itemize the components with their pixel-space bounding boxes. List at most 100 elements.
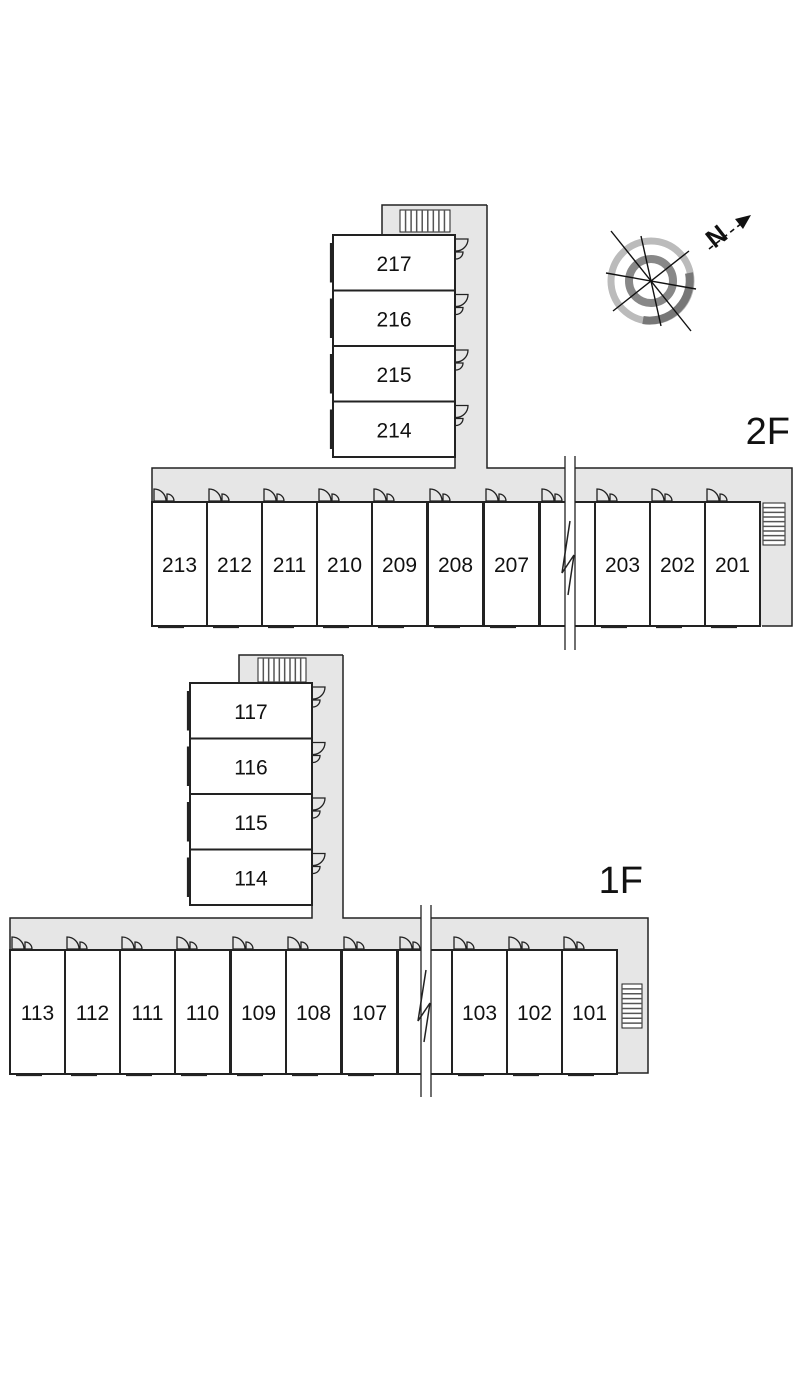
door-icon xyxy=(263,488,285,502)
unit-box xyxy=(189,848,313,906)
unit-213: 213 xyxy=(151,488,208,629)
unit-number: 209 xyxy=(382,554,417,577)
unit-number: 108 xyxy=(296,1002,331,1025)
unit-box xyxy=(189,737,313,795)
unit-number: 210 xyxy=(327,554,362,577)
floor-label: 1F xyxy=(599,860,643,902)
door-icon xyxy=(455,293,469,316)
stairs-icon xyxy=(621,983,643,1029)
door-icon xyxy=(429,488,451,502)
unit-108: 108 xyxy=(285,936,342,1077)
unit-208: 208 xyxy=(427,488,484,629)
unit-202: 202 xyxy=(649,488,706,629)
unit-107: 107 xyxy=(341,936,398,1077)
unit-number: 211 xyxy=(273,554,306,577)
unit-box xyxy=(174,949,231,1075)
unit-113: 113 xyxy=(9,936,66,1077)
unit-box xyxy=(332,234,456,292)
stairs-outline xyxy=(257,657,307,683)
unit-number: 217 xyxy=(376,253,411,276)
door-icon xyxy=(563,936,585,950)
unit-214: 214 xyxy=(329,400,469,458)
unit-number: 214 xyxy=(376,419,411,442)
unit-number: 216 xyxy=(376,308,411,331)
unit-number: 208 xyxy=(438,554,473,577)
unit-117: 117 xyxy=(186,682,326,740)
landing-wall xyxy=(238,654,343,683)
unit-box xyxy=(594,501,651,627)
door-icon xyxy=(453,936,475,950)
door-icon xyxy=(66,936,88,950)
unit-207: 207 xyxy=(483,488,540,629)
door-icon xyxy=(541,488,563,502)
unit-number: 110 xyxy=(186,1002,219,1025)
unit-box xyxy=(316,501,373,627)
unit-number: 207 xyxy=(494,554,529,577)
unit-109: 109 xyxy=(230,936,287,1077)
unit-217: 217 xyxy=(329,234,469,292)
unit-201: 201 xyxy=(704,488,761,629)
unit-box xyxy=(704,501,761,627)
unit-115: 115 xyxy=(186,793,326,851)
door-icon xyxy=(11,936,33,950)
unit-number: 111 xyxy=(132,1002,164,1025)
unit-215: 215 xyxy=(329,345,469,403)
unit-number: 213 xyxy=(162,554,197,577)
stairs-outline xyxy=(762,502,786,546)
unit-box xyxy=(483,501,540,627)
unit-112: 112 xyxy=(64,936,121,1077)
door-icon xyxy=(121,936,143,950)
door-icon xyxy=(596,488,618,502)
unit-number: 107 xyxy=(352,1002,387,1025)
door-icon xyxy=(176,936,198,950)
unit-box xyxy=(9,949,66,1075)
door-icon xyxy=(706,488,728,502)
unit-number: 103 xyxy=(462,1002,497,1025)
unit-box xyxy=(332,345,456,403)
door-icon xyxy=(208,488,230,502)
unit-number: 101 xyxy=(572,1002,607,1025)
unit-number: 112 xyxy=(76,1002,109,1025)
landing-wall xyxy=(381,204,487,235)
unit-number: 116 xyxy=(234,756,267,779)
door-icon xyxy=(455,349,469,371)
unit-111: 111 xyxy=(119,936,176,1077)
unit-box xyxy=(371,501,428,627)
door-icon xyxy=(455,404,469,427)
door-icon xyxy=(287,936,309,950)
unit-number: 117 xyxy=(234,701,267,724)
corridor xyxy=(760,468,792,626)
door-icon xyxy=(343,936,365,950)
unit-box xyxy=(506,949,563,1075)
unit-number: 202 xyxy=(660,554,695,577)
floor-label: 2F xyxy=(746,411,790,453)
unit-110: 110 xyxy=(174,936,231,1077)
corridor xyxy=(455,205,487,485)
door-icon xyxy=(399,936,421,950)
unit-box xyxy=(151,501,208,627)
stairs-outline xyxy=(621,983,643,1029)
unit-114: 114 xyxy=(186,848,326,906)
unit-box xyxy=(230,949,287,1075)
unit-box xyxy=(285,949,342,1075)
door-icon xyxy=(153,488,175,502)
compass-ring-inner xyxy=(625,255,677,307)
unit-102: 102 xyxy=(506,936,563,1077)
stairs-icon xyxy=(762,502,786,546)
unit-number: 113 xyxy=(21,1002,54,1025)
stairs-icon xyxy=(257,657,307,683)
unit-number: 115 xyxy=(234,812,267,835)
door-icon xyxy=(651,488,673,502)
unit-box xyxy=(427,501,484,627)
unit-number: 109 xyxy=(241,1002,276,1025)
compass-rose-icon: N xyxy=(605,215,751,332)
unit-box xyxy=(206,501,263,627)
stairs-icon xyxy=(399,209,451,233)
north-arrow-head xyxy=(735,215,751,229)
unit-number: 215 xyxy=(376,364,411,387)
door-icon xyxy=(312,852,326,875)
door-icon xyxy=(232,936,254,950)
stairs-outline xyxy=(399,209,451,233)
